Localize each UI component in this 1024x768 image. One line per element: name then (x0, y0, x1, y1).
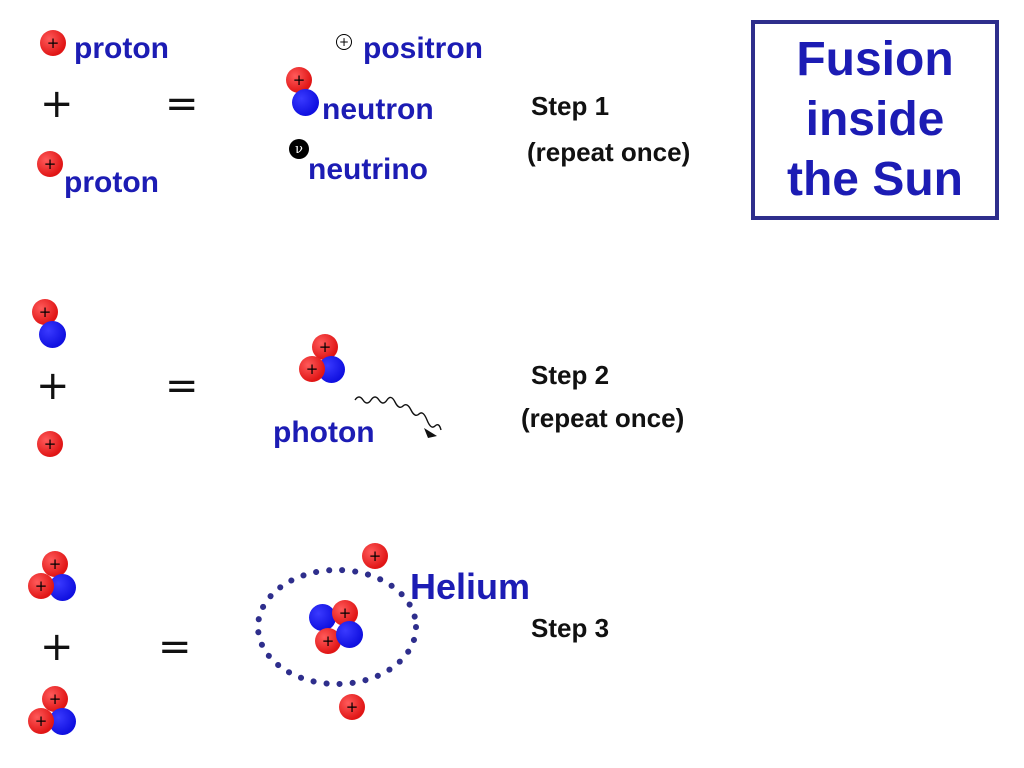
title-line-1: Fusion (796, 33, 954, 86)
neutrino-icon: ν (289, 139, 309, 159)
step3-equals: = (158, 624, 192, 670)
step3-helium-proton-bottom: + (315, 628, 341, 654)
step3-released-proton-top: + (362, 543, 388, 569)
charge-sign: + (34, 711, 48, 730)
step2-he3-proton-left: + (299, 356, 325, 382)
charge-sign: + (43, 434, 57, 453)
step2-note: (repeat once) (521, 403, 685, 433)
charge-sign: + (305, 359, 319, 378)
step3-input2-proton-top: + (42, 686, 68, 712)
title-line-3: the Sun (787, 153, 963, 206)
step1-equals: = (165, 81, 199, 127)
step1-plus: + (40, 81, 74, 127)
step1-note: (repeat once) (527, 137, 691, 167)
charge-sign: + (43, 154, 57, 173)
step3-plus: + (40, 624, 74, 670)
step2-input-proton: + (37, 431, 63, 457)
step1-positron-label: positron (363, 32, 483, 65)
step2-input-deuteron-proton: + (32, 299, 58, 325)
step1-input-proton-1: + (40, 30, 66, 56)
charge-sign: + (318, 337, 332, 356)
dotted-ellipse (255, 567, 419, 687)
neutrino-symbol: ν (295, 141, 303, 157)
step2-equals: = (165, 363, 199, 409)
step3-input1-proton-top: + (42, 551, 68, 577)
step3-released-proton-bottom: + (339, 694, 365, 720)
step3-helium-label: Helium (410, 566, 531, 607)
step1-deuteron-proton: + (286, 67, 312, 93)
step2-photon-label: photon (273, 416, 375, 449)
charge-sign: + (34, 576, 48, 595)
photon-arrowhead (424, 428, 437, 438)
step2-he3-proton-top: + (312, 334, 338, 360)
step1-deuteron-neutron (292, 89, 319, 116)
charge-sign: + (48, 554, 62, 573)
step1-label: Step 1 (531, 91, 610, 121)
step1-input-label-2: proton (64, 166, 159, 199)
step3-helium-neutron-left (309, 604, 336, 631)
step2-plus: + (36, 363, 70, 409)
charge-sign: + (38, 302, 52, 321)
charge-sign: + (368, 546, 382, 565)
step3-label: Step 3 (531, 613, 610, 643)
step1-neutrino-label: neutrino (308, 153, 428, 186)
charge-sign: + (338, 603, 352, 622)
step1-input-proton-2: + (37, 151, 63, 177)
step3-helium-neutron-right (336, 621, 363, 648)
title-line-2: inside (805, 93, 945, 146)
title-box: Fusion inside the Sun (751, 20, 999, 220)
charge-sign: + (321, 631, 335, 650)
charge-sign: + (48, 689, 62, 708)
step2-input-deuteron-neutron (39, 321, 66, 348)
step1-neutron-label: neutron (322, 93, 434, 126)
charge-sign: + (338, 35, 350, 49)
charge-sign: + (345, 697, 359, 716)
charge-sign: + (46, 33, 60, 52)
step1-input-label-1: proton (74, 32, 169, 65)
step3-input2-proton-left: + (28, 708, 54, 734)
photon-squiggle (354, 396, 442, 431)
positron-icon: + (336, 34, 352, 50)
step2-label: Step 2 (531, 360, 610, 390)
charge-sign: + (292, 70, 306, 89)
step3-input1-proton-left: + (28, 573, 54, 599)
